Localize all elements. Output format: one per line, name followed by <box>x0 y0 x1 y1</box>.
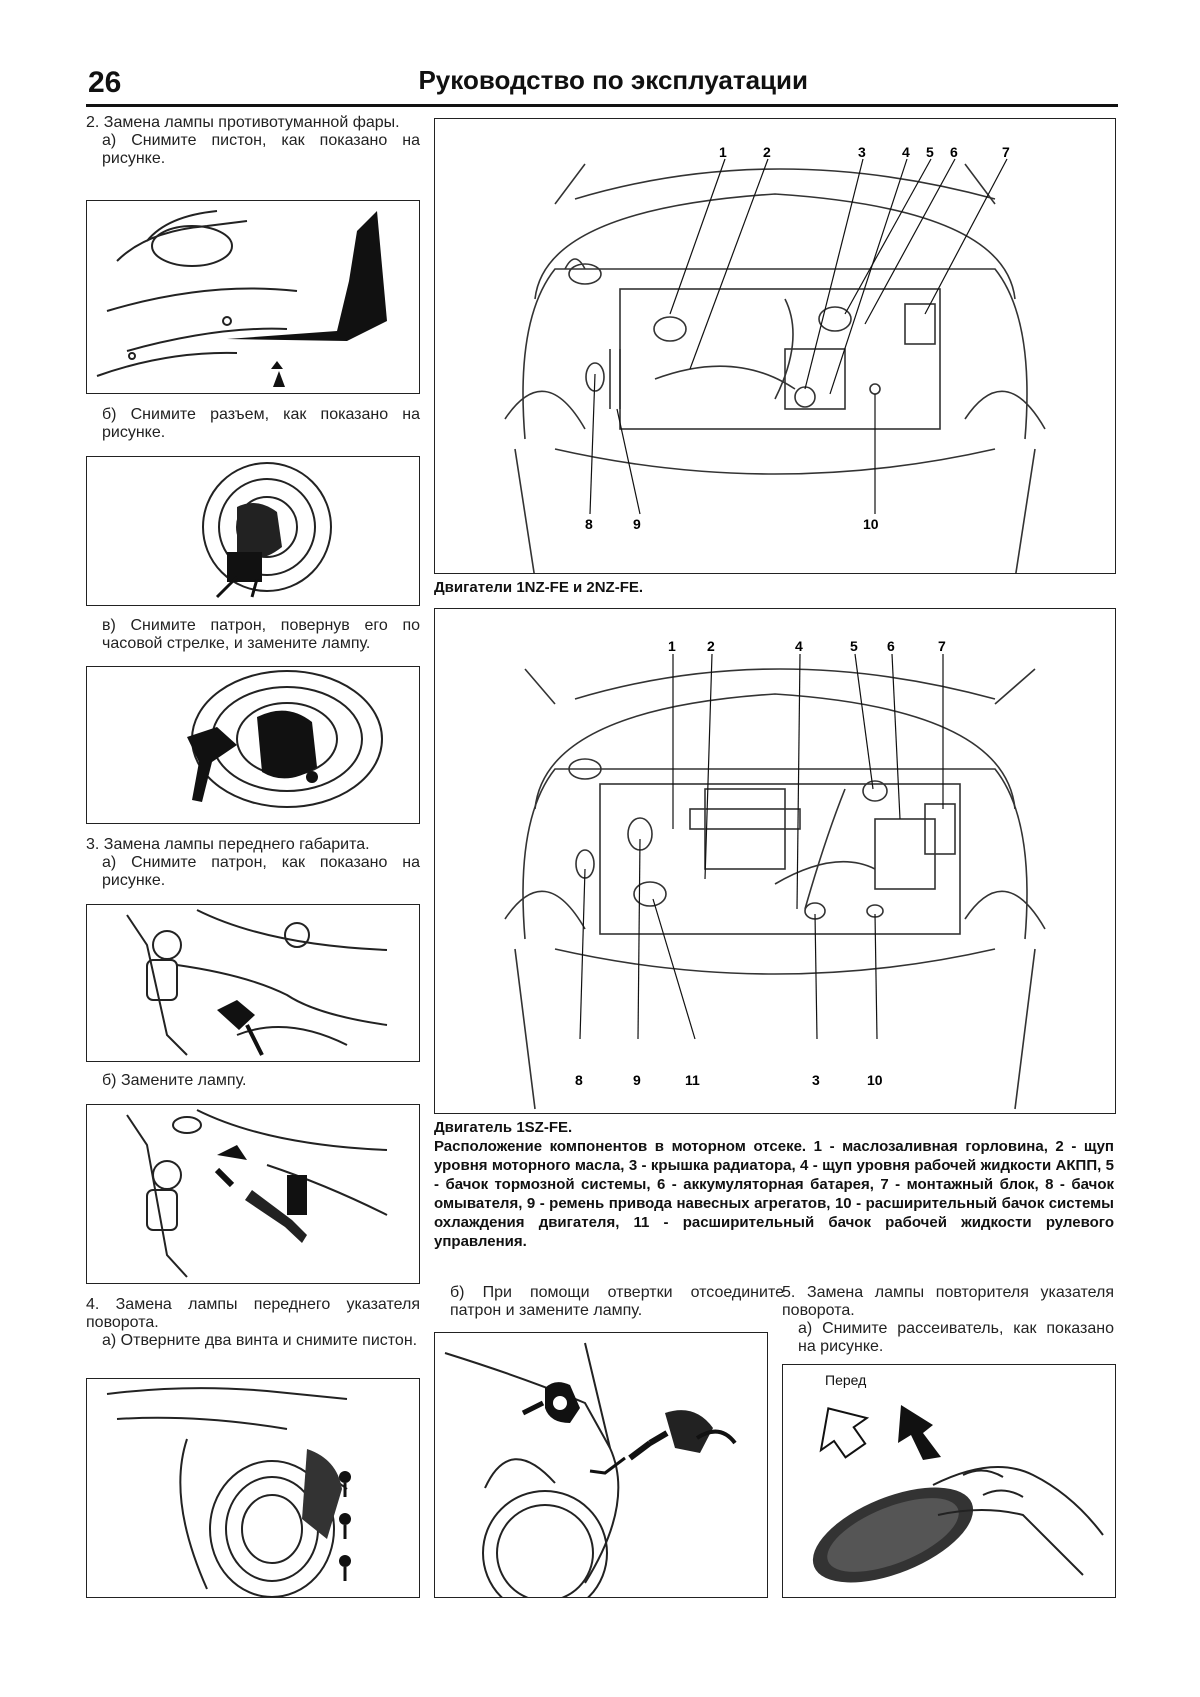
fog-lamp-piston-illustration <box>96 210 387 387</box>
sz-callout-7: 7 <box>938 638 946 654</box>
engine-bay-nz-illustration: 1 2 3 4 5 6 7 8 9 10 <box>504 144 1046 573</box>
nz-callout-5: 5 <box>926 144 934 160</box>
step3a-text: а) Снимите патрон, как показано на рисун… <box>102 854 420 889</box>
nz-callout-3: 3 <box>858 144 866 160</box>
sz-callout-1: 1 <box>668 638 676 654</box>
sz-callout-8: 8 <box>575 1072 583 1088</box>
step4b-block: б) При помощи отвертки отсоедините патро… <box>434 1284 784 1320</box>
step3b-block: б) Замените лампу. <box>86 1072 420 1090</box>
engine-sz-caption: Двигатель 1SZ-FE. Расположение компонент… <box>434 1118 1114 1251</box>
engine-bay-diagram-nz: 1 2 3 4 5 6 7 8 9 10 <box>434 118 1116 574</box>
fog-lamp-connector-illustration <box>202 462 332 599</box>
step4a-text: а) Отверните два винта и снимите пистон. <box>102 1332 418 1349</box>
step2c-block: в) Снимите патрон, повернув его по часов… <box>86 617 420 653</box>
repeater-lens-figure: Перед <box>782 1364 1116 1598</box>
sz-callout-5: 5 <box>850 638 858 654</box>
step5a-text: а) Снимите рассеиватель, как показано на… <box>798 1320 1114 1355</box>
engine-bay-diagram-sz: 1 2 4 5 6 7 8 9 11 3 10 <box>434 608 1116 1114</box>
engine-sz-caption-body: Расположение компонентов в моторном отсе… <box>434 1138 1114 1250</box>
parking-lamp-socket-illustration <box>126 909 388 1056</box>
sz-callout-10: 10 <box>867 1072 883 1088</box>
step3-title: 3. Замена лампы переднего габарита. <box>86 836 370 853</box>
sz-callout-6: 6 <box>887 638 895 654</box>
turn-signal-socket-figure <box>434 1332 768 1598</box>
turn-signal-screws-illustration <box>106 1387 351 1597</box>
step2-text: 2. Замена лампы противотуманной фары. а)… <box>86 114 420 168</box>
engine-nz-caption: Двигатели 1NZ-FE и 2NZ-FE. <box>434 579 644 596</box>
sz-callout-2: 2 <box>707 638 715 654</box>
repeater-lens-illustration: Перед <box>812 1372 1104 1583</box>
step3-text: 3. Замена лампы переднего габарита. а) С… <box>86 836 420 890</box>
step4b-text: б) При помощи отвертки отсоедините патро… <box>450 1284 784 1319</box>
nz-callout-8: 8 <box>585 516 593 532</box>
step5-title: 5. Замена лампы повторителя указателя по… <box>782 1284 1114 1319</box>
page-header: 26 Руководство по эксплуатации <box>86 60 1118 107</box>
step4-title: 4. Замена лампы переднего указателя пово… <box>86 1296 420 1331</box>
nz-callout-9: 9 <box>633 516 641 532</box>
turn-signal-socket-illustration <box>444 1342 737 1597</box>
page-title: Руководство по эксплуатации <box>418 65 808 95</box>
step2c-text: в) Снимите патрон, повернув его по часов… <box>102 617 420 652</box>
front-direction-label: Перед <box>825 1372 866 1388</box>
step2b-block: б) Снимите разъем, как показано на рисун… <box>86 406 420 442</box>
engine-bay-sz-illustration: 1 2 4 5 6 7 8 9 11 3 10 <box>504 638 1046 1110</box>
sz-callout-3: 3 <box>812 1072 820 1088</box>
nz-callout-7: 7 <box>1002 144 1010 160</box>
sz-callout-4: 4 <box>795 638 803 654</box>
parking-lamp-replace-illustration <box>126 1109 388 1278</box>
fog-lamp-socket-illustration <box>187 670 383 808</box>
nz-callout-10: 10 <box>863 516 879 532</box>
fog-lamp-piston-figure <box>86 200 420 394</box>
step2-title: 2. Замена лампы противотуманной фары. <box>86 114 400 131</box>
step5-text: 5. Замена лампы повторителя указателя по… <box>782 1284 1114 1356</box>
step3b-text: б) Замените лампу. <box>102 1072 247 1089</box>
engine-sz-caption-title: Двигатель 1SZ-FE. <box>434 1119 573 1136</box>
parking-lamp-socket-figure <box>86 904 420 1062</box>
fog-lamp-socket-figure <box>86 666 420 824</box>
turn-signal-screws-figure <box>86 1378 420 1598</box>
sz-callout-11: 11 <box>685 1072 700 1088</box>
page-number: 26 <box>88 66 122 99</box>
step2a-text: а) Снимите пистон, как показано на рисун… <box>102 132 420 167</box>
nz-callout-1: 1 <box>719 144 727 160</box>
nz-callout-6: 6 <box>950 144 958 160</box>
step2b-text: б) Снимите разъем, как показано на рисун… <box>102 406 420 441</box>
step4-text: 4. Замена лампы переднего указателя пово… <box>86 1296 420 1350</box>
sz-callout-9: 9 <box>633 1072 641 1088</box>
nz-callout-4: 4 <box>902 144 910 160</box>
nz-callout-2: 2 <box>763 144 771 160</box>
fog-lamp-connector-figure <box>86 456 420 606</box>
parking-lamp-replace-figure <box>86 1104 420 1284</box>
